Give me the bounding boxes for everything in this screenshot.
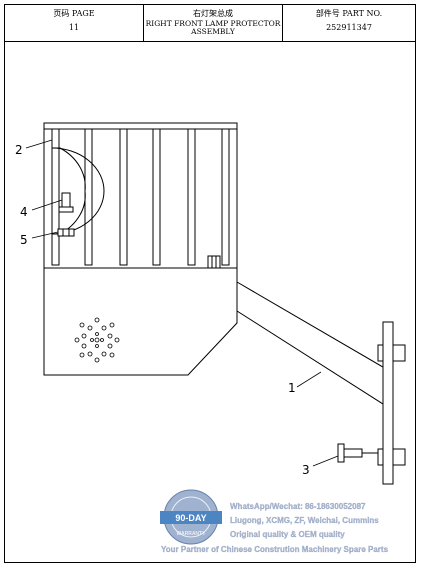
part-cell: 部件号 PART NO. 252911347 — [283, 5, 415, 41]
lamp-protector-frame — [43, 122, 238, 269]
watermark-line-3: Original quality & OEM quality — [230, 530, 345, 539]
callout-3: 3 — [302, 463, 310, 477]
callout-1: 1 — [288, 381, 296, 395]
part-label: 部件号 PART NO. — [315, 9, 383, 18]
page-number: 11 — [68, 23, 80, 32]
watermark-line-4: Your Partner of Chinese Constrution Mach… — [161, 545, 389, 554]
support-arm-item-1 — [236, 281, 389, 405]
bolt-item-3 — [337, 443, 378, 463]
page-label: 页码 PAGE — [53, 9, 95, 18]
callout-2: 2 — [15, 143, 23, 157]
title-block: 页码 PAGE 11 右灯架总成 RIGHT FRONT LAMP PROTEC… — [5, 5, 415, 42]
hole-pattern — [74, 317, 120, 363]
nut-item-5 — [57, 228, 75, 237]
part-number: 252911347 — [326, 23, 372, 32]
drawing-sheet: 页码 PAGE 11 右灯架总成 RIGHT FRONT LAMP PROTEC… — [4, 4, 416, 563]
badge-word: WARRANTY — [177, 531, 207, 537]
top-nut — [207, 255, 221, 269]
leader-lines — [25, 139, 339, 467]
mounting-bracket — [377, 321, 406, 485]
page-cell: 页码 PAGE 11 — [5, 5, 144, 41]
watermark-line-1: WhatsApp/Wechat: 86-18630052087 — [230, 502, 366, 511]
base-plate — [43, 267, 238, 376]
callout-5: 5 — [20, 233, 28, 247]
warranty-badge: 90-DAY WARRANTY — [160, 489, 222, 545]
bolt-item-4 — [58, 192, 74, 213]
watermark-text: WhatsApp/Wechat: 86-18630052087 Liugong,… — [161, 502, 389, 554]
title-cell: 右灯架总成 RIGHT FRONT LAMP PROTECTOR ASSEMBL… — [144, 5, 283, 41]
title-en: RIGHT FRONT LAMP PROTECTOR ASSEMBLY — [145, 19, 281, 36]
badge-top-text: 90-DAY — [175, 513, 206, 523]
callout-4: 4 — [20, 205, 28, 219]
title-cn: 右灯架总成 — [193, 9, 233, 18]
watermark-line-2: Liugong, XCMG, ZF, Weichai, Cummins — [230, 516, 379, 525]
